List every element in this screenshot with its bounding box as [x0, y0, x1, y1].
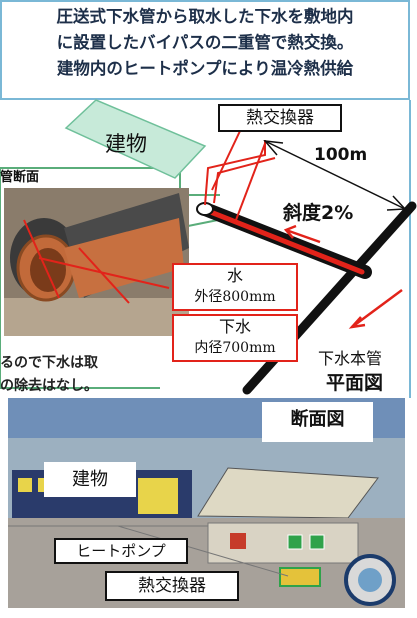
description-text: 圧送式下水管から取水した下水を敷地内 に設置したバイパスの二重管で熱交換。 建物…: [56, 7, 354, 78]
inset-connector-2: [187, 219, 219, 227]
section-label: 管断面: [0, 170, 40, 185]
inset-frame: [0, 167, 181, 388]
main-pipe-label: 下水本管: [318, 349, 383, 368]
building-shape: [64, 99, 207, 179]
section-view-title: 断面図: [262, 402, 373, 442]
heat-pump-label: ヒートポンプ: [54, 538, 188, 564]
building-label: 建物: [105, 132, 147, 156]
flow-arrow-1: [285, 228, 321, 244]
flow-line-2: [213, 157, 276, 204]
flow-line-3: [235, 140, 267, 221]
flow-line-1: [204, 140, 266, 206]
slope-label: 斜度2%: [283, 202, 354, 224]
note-text: るので下水は取 の除去はなし。: [0, 355, 98, 394]
heat-exchanger-label: 熱交換器: [218, 104, 342, 132]
flow-arrow-2: [351, 288, 403, 329]
section-heat-exchanger-label: 熱交換器: [105, 571, 239, 601]
length-dimension: [264, 140, 406, 210]
section-building-label: 建物: [44, 462, 136, 497]
length-label: 100m: [314, 145, 368, 165]
pipe-cross-section-photo: [4, 188, 189, 336]
water-dimension: 外径800mm: [194, 289, 276, 305]
hx-pointer: [211, 130, 241, 191]
plan-diagram: [0, 99, 417, 398]
water-label: 水: [226, 266, 243, 285]
sewage-dimension: 内径700mm: [194, 340, 276, 356]
bypass-pipe-inner: [200, 206, 365, 275]
description-box: [0, 0, 410, 100]
plan-view-label: 平面図: [326, 372, 384, 394]
sewage-label: 下水: [218, 317, 251, 336]
water-callout: 水 外径800mm: [172, 263, 298, 311]
sewage-callout: 下水 内径700mm: [172, 314, 298, 362]
